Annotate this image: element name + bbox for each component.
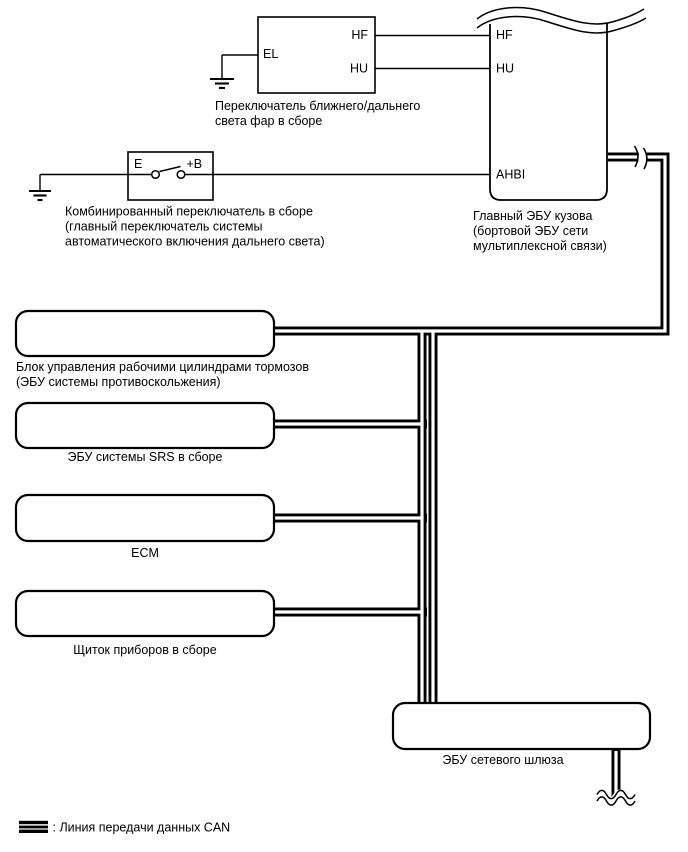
ecm-box xyxy=(14,493,276,543)
legend-bar xyxy=(19,829,48,833)
srs-ecu-box xyxy=(14,401,276,450)
can-core-ecu-to-trunk xyxy=(434,155,667,333)
ground-symbol-dimmer xyxy=(210,77,234,90)
label-line: мультиплексной связи) xyxy=(473,239,607,253)
skid-control-ecu-box xyxy=(14,309,276,358)
switch-lever xyxy=(159,165,181,173)
label-line: Главный ЭБУ кузова xyxy=(473,209,593,223)
break-wave xyxy=(596,789,636,800)
pin-label-b: +B xyxy=(187,157,203,171)
pin-label-hf-dimmer: HF xyxy=(351,28,368,42)
combination-switch-label: Комбинированный переключатель в сборе (г… xyxy=(65,205,325,249)
label-line: Блок управления рабочими цилиндрами торм… xyxy=(16,360,309,374)
break-symbol-top xyxy=(633,142,648,170)
instrument-cluster-label: Щиток приборов в сборе xyxy=(73,643,216,657)
main-body-ecu-box xyxy=(489,23,608,201)
contact-point xyxy=(176,169,186,180)
can-bus-cores xyxy=(275,155,667,796)
contact-point xyxy=(150,169,161,180)
break-wave xyxy=(596,796,636,806)
pin-label-ahbi: AHBI xyxy=(496,168,525,182)
legend-bar xyxy=(19,825,48,829)
legend-text: : Линия передачи данных CAN xyxy=(53,821,231,835)
instrument-cluster-box xyxy=(14,589,276,638)
pin-label-hf-ecu: HF xyxy=(496,28,513,42)
break-arc xyxy=(633,145,639,168)
torn-edge-wave xyxy=(476,6,645,25)
ecm-label: ECM xyxy=(131,546,159,560)
label-line: Переключатель ближнего/дальнего xyxy=(215,99,420,113)
skid-control-ecu-label: Блок управления рабочими цилиндрами торм… xyxy=(16,360,309,389)
main-body-ecu-label: Главный ЭБУ кузова (бортовой ЭБУ сети му… xyxy=(473,209,607,253)
can-line-legend-symbol xyxy=(19,820,48,833)
break-eraser xyxy=(636,142,647,170)
label-line: Комбинированный переключатель в сборе xyxy=(65,205,313,219)
dimmer-switch-label: Переключатель ближнего/дальнего света фа… xyxy=(215,99,420,128)
break-eraser xyxy=(593,789,639,806)
can-bus-lines xyxy=(274,152,670,797)
combination-switch-box xyxy=(127,151,214,201)
label-line: (главный переключатель системы xyxy=(65,220,263,234)
legend-bar xyxy=(19,820,48,825)
dimmer-switch-box xyxy=(257,16,376,94)
gateway-ecu-box xyxy=(391,701,652,751)
break-arc xyxy=(642,147,648,170)
pin-label-e: E xyxy=(134,157,142,171)
srs-ecu-label: ЭБУ системы SRS в сборе xyxy=(68,450,223,464)
signal-wires xyxy=(39,34,490,190)
switch-contact-symbol xyxy=(128,165,213,180)
gateway-ecu-label: ЭБУ сетевого шлюза xyxy=(442,753,563,767)
pin-label-el: EL xyxy=(263,47,278,61)
ground-symbol-switch xyxy=(29,189,51,202)
label-line: (бортовой ЭБУ сети xyxy=(473,224,588,238)
label-line: света фар в сборе xyxy=(215,114,322,128)
pin-label-hu-ecu: HU xyxy=(496,62,514,76)
torn-edge-wave xyxy=(476,15,647,34)
break-symbol-bottom xyxy=(593,789,639,806)
pin-label-hu-dimmer: HU xyxy=(350,62,368,76)
label-line: (ЭБУ системы противоскольжения) xyxy=(16,375,221,389)
label-line: автоматического включения дальнего света… xyxy=(65,235,325,249)
